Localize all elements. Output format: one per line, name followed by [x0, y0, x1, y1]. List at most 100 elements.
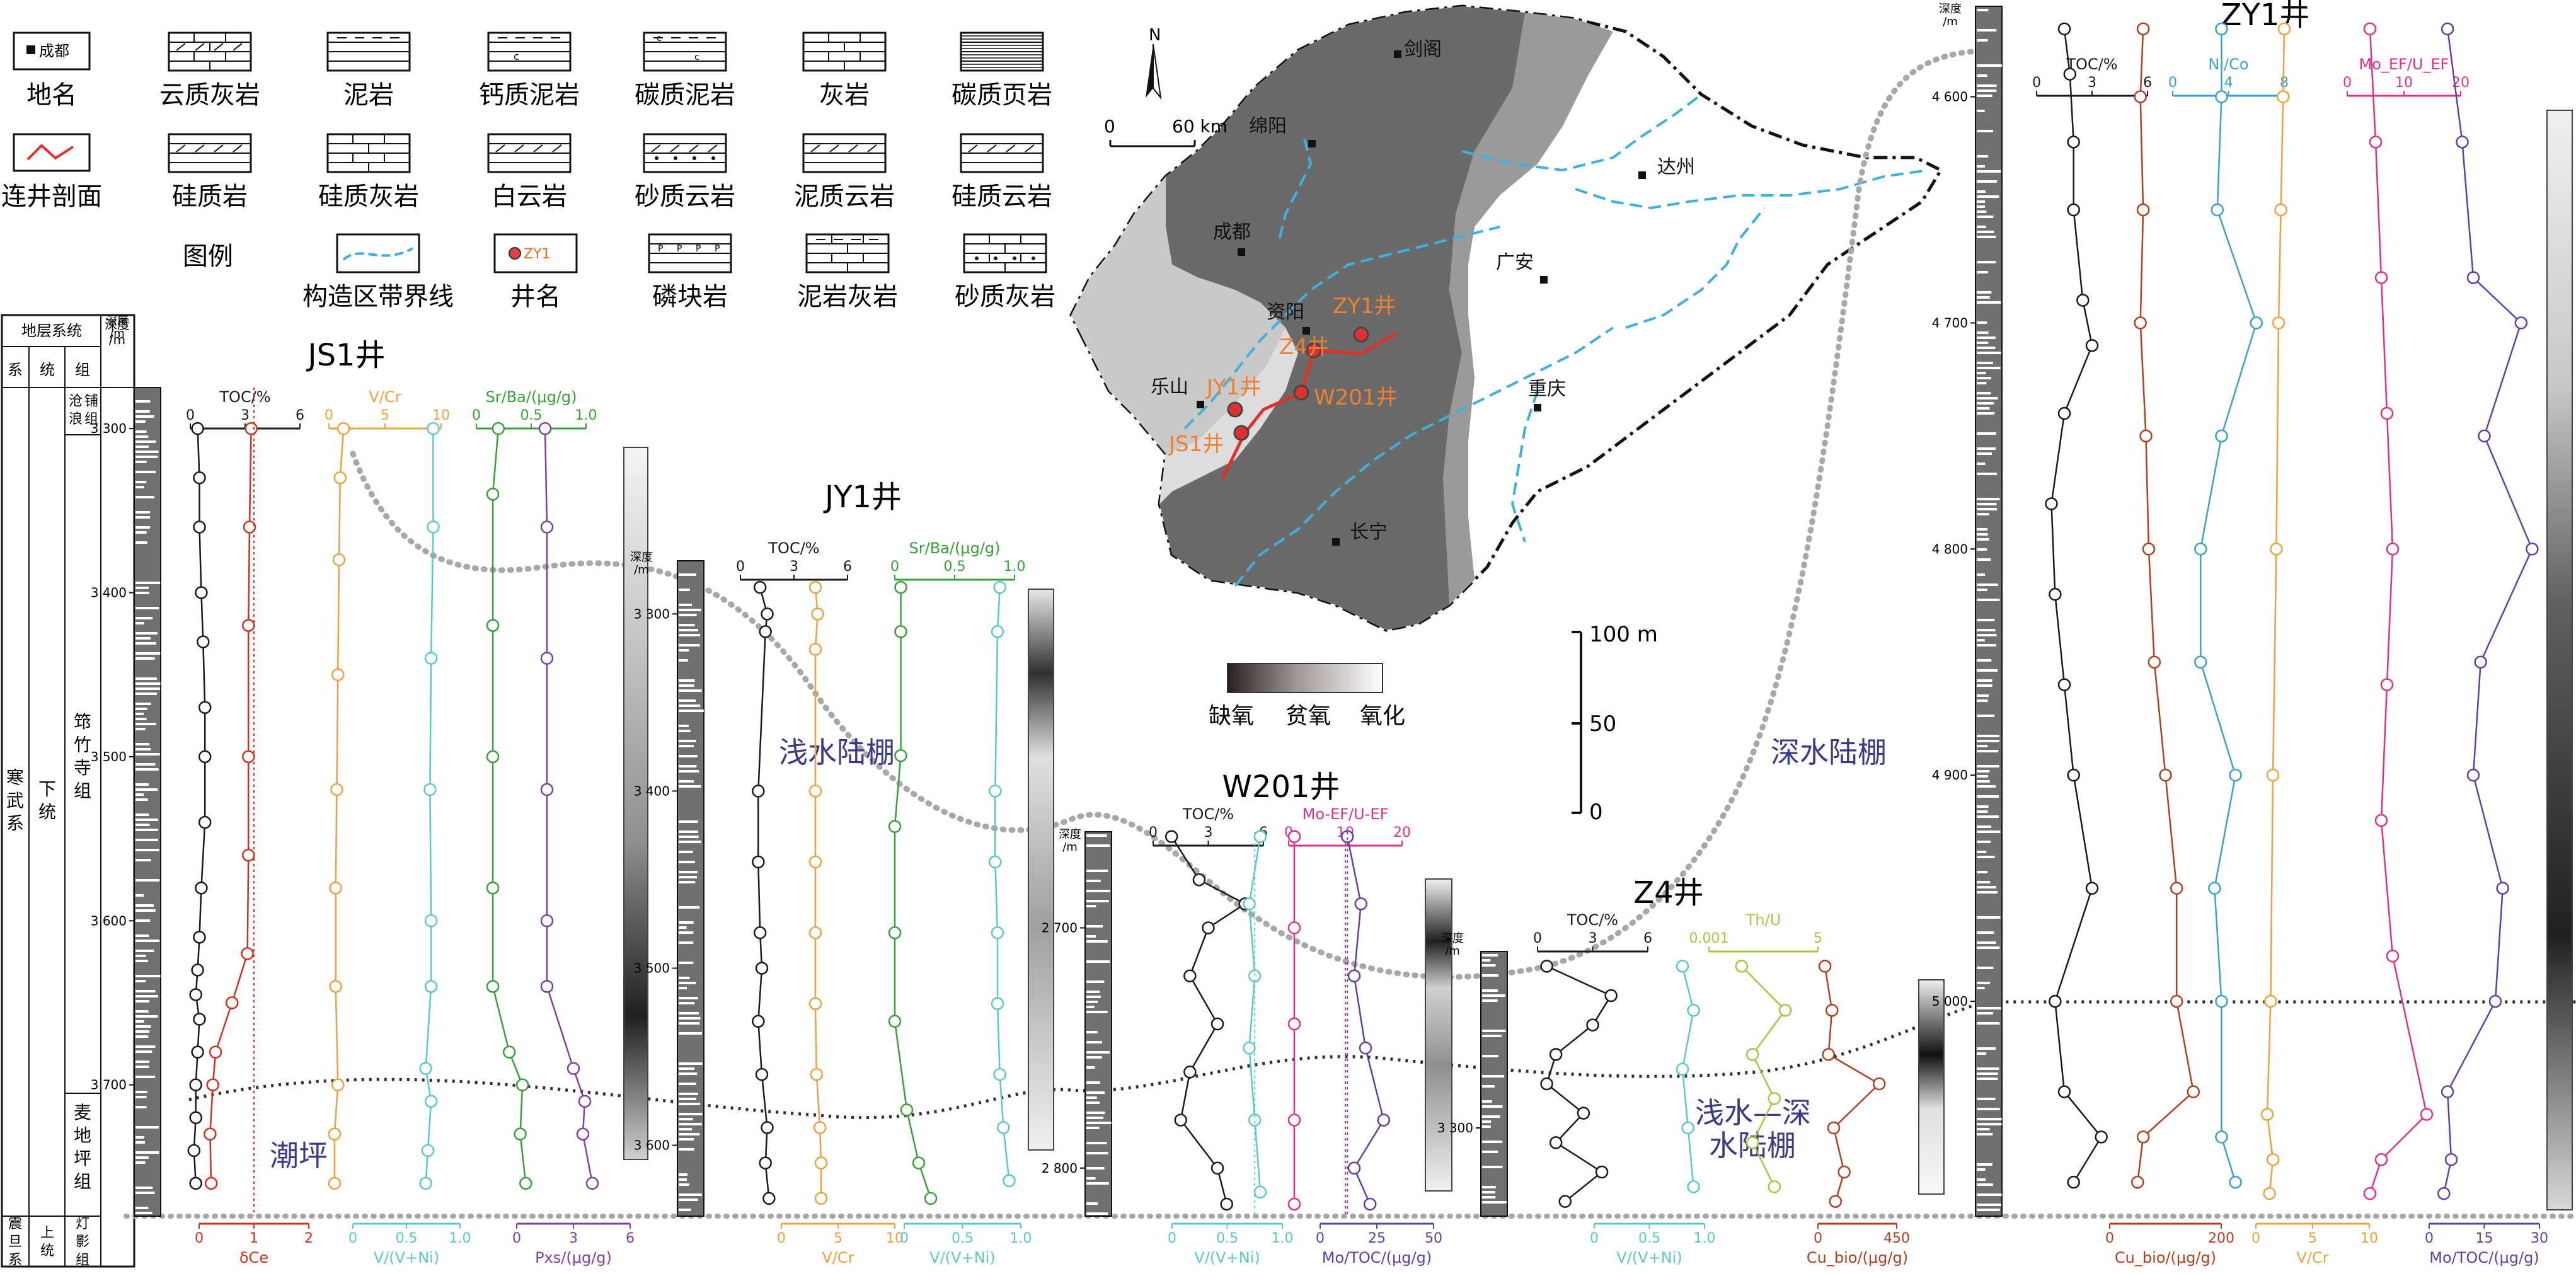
data-point — [808, 580, 822, 594]
depth-tick-label: 4 600 — [1932, 89, 1968, 105]
legend-label: 灰岩 — [819, 81, 870, 110]
axis-tick-label: 20 — [1393, 825, 1411, 841]
data-point — [2380, 678, 2394, 691]
data-point — [2363, 22, 2377, 36]
series-line — [209, 428, 252, 1183]
series-line — [994, 587, 1010, 1181]
svg-text:P: P — [658, 244, 663, 254]
data-point — [578, 1095, 592, 1108]
svg-text:寒: 寒 — [6, 767, 24, 788]
axis-tick-label: 1 — [250, 1231, 258, 1246]
data-point — [2374, 813, 2388, 827]
depth-tick-label: 2 700 — [1042, 921, 1078, 936]
data-point — [191, 1045, 204, 1059]
data-point — [2134, 316, 2147, 330]
data-point — [888, 1014, 902, 1028]
data-point — [753, 580, 767, 594]
data-point — [894, 749, 907, 762]
data-point — [1549, 1136, 1563, 1149]
data-point — [2067, 203, 2080, 217]
data-point — [2045, 497, 2058, 510]
depth-tick-label: 2 800 — [1042, 1161, 1078, 1176]
data-point — [538, 422, 552, 435]
axis-tick-label: 3 — [2088, 75, 2096, 91]
axis-tick-label: 8 — [2280, 75, 2289, 91]
map-well-marker: W201井 — [1293, 384, 1398, 410]
data-point — [2274, 203, 2287, 217]
axis-title: TOC/% — [1182, 805, 1234, 823]
data-point — [2266, 1153, 2280, 1166]
map-city-label: 绵阳 — [1249, 115, 1287, 137]
data-point — [752, 1014, 765, 1028]
depth-tick-label: 5 000 — [1932, 994, 1968, 1009]
axis-tick-label: 5 — [1814, 931, 1822, 946]
data-point — [514, 1127, 527, 1141]
axis-tick-label: 15 — [2476, 1231, 2493, 1246]
svg-text:缺氧: 缺氧 — [1209, 703, 1254, 729]
data-point — [1604, 989, 1618, 1003]
data-point — [2276, 90, 2290, 103]
axis-title: Mo/TOC/(μg/g) — [2429, 1249, 2539, 1267]
svg-text:上: 上 — [40, 1225, 54, 1241]
map-well-marker: Z4井 — [1279, 335, 1329, 360]
axis-tick-label: 1.0 — [1010, 1231, 1032, 1246]
data-point — [900, 1103, 914, 1117]
depth-label: 深度 — [1059, 828, 1081, 841]
svg-text:深度: 深度 — [105, 317, 130, 332]
data-point — [991, 926, 1004, 940]
series-line — [1171, 836, 1247, 1205]
legend-label: 砂质灰岩 — [955, 282, 1055, 311]
series-line — [2137, 28, 2195, 1183]
data-point — [189, 1111, 202, 1125]
axis-tick-label: 5 — [2308, 1231, 2317, 1246]
svg-text:影: 影 — [76, 1234, 89, 1250]
svg-text:c: c — [694, 52, 699, 62]
data-point — [2067, 1175, 2080, 1189]
vertical-scale: 100 m 50 0 — [1572, 622, 1658, 825]
legend-item-siliceous_dolomite: 硅质云岩 — [952, 133, 1052, 211]
data-point — [1220, 1197, 1233, 1211]
data-point — [1681, 1121, 1694, 1135]
data-point — [187, 1144, 201, 1158]
data-point — [2049, 587, 2062, 601]
map-city: 资阳 — [1267, 301, 1310, 335]
data-point — [1354, 897, 1368, 911]
data-point — [2215, 1130, 2228, 1144]
data-point — [2076, 294, 2090, 307]
data-point — [2208, 882, 2221, 895]
data-point — [191, 422, 204, 435]
data-point — [198, 815, 212, 829]
data-point — [753, 926, 767, 940]
depth-tick-label: 3 300 — [634, 606, 670, 621]
data-point — [329, 881, 342, 895]
data-point — [206, 1078, 219, 1091]
axis-tick-label: 1.0 — [1004, 559, 1026, 575]
series-line — [2050, 28, 2103, 1183]
data-point — [2049, 994, 2062, 1008]
legend-label: 磷块岩 — [652, 282, 728, 311]
data-point — [540, 520, 554, 534]
map-city-label: 成都 — [1213, 221, 1251, 243]
axis-tick-label: 0 — [1149, 825, 1158, 841]
data-point — [2095, 1130, 2108, 1144]
legend-item-dolomitic_limestone: 云质灰岩 — [159, 32, 260, 110]
data-point — [2441, 22, 2454, 36]
data-point — [515, 1078, 529, 1091]
redox-scale: 缺氧 贫氧 氧化 — [1209, 663, 1405, 729]
legend-label: 泥岩 — [343, 81, 394, 110]
axis-tick-label: 3 — [569, 1231, 578, 1246]
data-point — [1687, 1004, 1700, 1017]
axis-tick-label: 0 — [186, 408, 195, 423]
axis-tick-label: 3 — [1589, 931, 1597, 946]
data-point — [924, 1192, 938, 1205]
legend-item-sandy_limestone: 砂质灰岩 — [955, 233, 1055, 311]
data-point — [2067, 135, 2080, 149]
data-point — [330, 783, 343, 796]
